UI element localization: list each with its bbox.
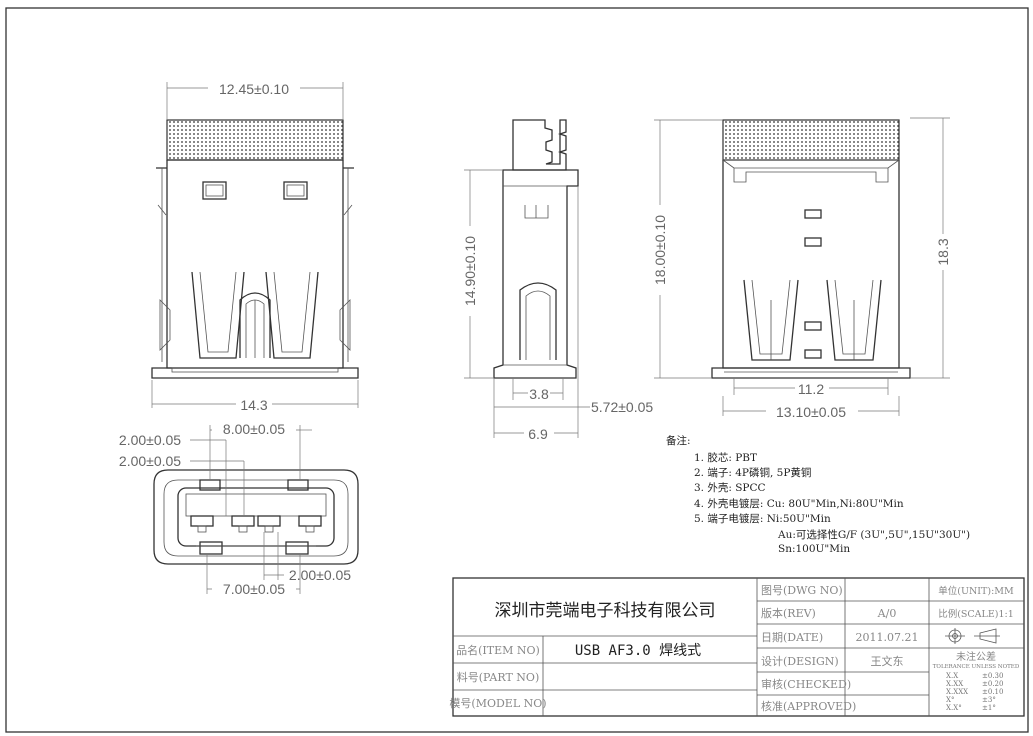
unit-label: 单位(UNIT):MM [938,585,1014,597]
front-width-dim: 12.45±0.10 [166,80,344,120]
note-item: 1. 胶芯: PBT [694,451,757,464]
tolerance-key: X.X [946,672,958,680]
rev-label: 版本(REV) [761,606,816,620]
bottom-width-label: 8.00±0.05 [223,421,285,437]
note-item: 4. 外壳电镀层: Cu: 80U"Min,Ni:80U"Min [694,497,904,510]
front-view [151,119,359,379]
side-depth-dim: 6.9 [493,412,579,442]
approved-label: 核准(APPROVED) [761,699,856,713]
design-label: 设计(DESIGN) [761,655,839,668]
back-total-dim: 18.3 [910,117,954,379]
back-total-label: 18.3 [935,238,951,265]
part-label: 料号(PART NO) [457,670,539,684]
item-value: USB AF3.0 焊线式 [575,643,701,659]
item-label: 品名(ITEM NO) [456,643,540,657]
note-item: 3. 外壳: SPCC [694,481,766,494]
tolerance-value: ±1° [982,704,996,712]
back-inner-label: 11.2 [798,381,824,397]
front-outer-label: 14.3 [240,397,267,413]
checked-label: 审核(CHECKED) [761,677,851,691]
dwg-label: 图号(DWG NO) [761,584,843,597]
tolerance-value: ±0.20 [982,680,1003,688]
side-offset-dim: 5.72±0.05 [493,186,653,415]
side-view [493,119,579,379]
tolerance-key: X.XXX [946,688,968,696]
note-item: Au:可选择性G/F (3U",5U",15U"30U") [777,528,970,541]
bottom-view [153,469,359,565]
date-label: 日期(DATE) [761,631,823,644]
notes: 备注: 1. 胶芯: PBT 2. 端子: 4P磷铜, 5P黄铜 3. 外壳: … [666,434,970,555]
notes-title: 备注: [666,434,691,447]
side-height-label: 14.90±0.10 [462,236,478,306]
front-width-label: 12.45±0.10 [219,81,289,97]
bottom-left-1-label: 2.00±0.05 [119,432,181,448]
projection-symbol-icon [945,628,1000,644]
side-pitch-dim: 3.8 [512,378,564,402]
side-depth-label: 6.9 [528,426,548,442]
rev-value: A/0 [877,607,897,620]
scale-label: 比例(SCALE)1:1 [938,608,1014,620]
title-block: 深圳市莞端电子科技有限公司 品名(ITEM NO) USB AF3.0 焊线式 … [449,577,1025,717]
note-item: 2. 端子: 4P磷铜, 5P黄铜 [694,466,811,479]
back-height-label: 18.00±0.10 [652,215,668,285]
back-width-label: 13.10±0.05 [776,404,846,420]
note-item: 5. 端子电镀层: Ni:50U"Min [694,512,831,525]
bottom-dims: 8.00±0.05 2.00±0.05 2.00±0.05 2.00±0.05 … [110,421,351,597]
bottom-left-2-label: 2.00±0.05 [119,453,181,469]
tolerance-subtitle: TOLERANCE UNLESS NOTED [933,664,1020,670]
date-value: 2011.07.21 [856,631,919,644]
tolerance-key: X° [946,696,954,704]
back-height-dim: 18.00±0.10 [650,119,723,379]
model-label: 模号(MODEL NO) [449,697,546,710]
tolerance-value: ±0.10 [982,688,1003,696]
tolerance-key: X.XX [946,680,963,688]
sheet-border [5,7,1029,733]
tolerance-title: 未注公差 [956,650,996,663]
back-inner-dim: 11.2 [733,378,889,397]
front-contact-area [166,119,344,161]
tolerance-table: X.X ±0.30 X.XX ±0.20 X.XXX ±0.10 X° ±3° … [946,672,1003,712]
bottom-pitch-label: 7.00±0.05 [223,581,285,597]
company-name: 深圳市莞端电子科技有限公司 [495,601,716,621]
back-contact-area [722,119,900,161]
side-height-dim: 14.90±0.10 [460,169,503,379]
front-outer-dim: 14.3 [151,380,359,413]
tolerance-value: ±3° [982,696,996,704]
note-item: Sn:100U"Min [778,543,850,555]
tolerance-value: ±0.30 [982,672,1003,680]
tolerance-key: X.X° [946,704,962,712]
bottom-right-label: 2.00±0.05 [289,567,351,583]
side-offset-label: 5.72±0.05 [591,399,653,415]
design-value: 王文东 [871,654,904,668]
back-width-dim: 13.10±0.05 [722,396,900,420]
side-pitch-label: 3.8 [529,386,549,402]
back-view [711,119,911,379]
